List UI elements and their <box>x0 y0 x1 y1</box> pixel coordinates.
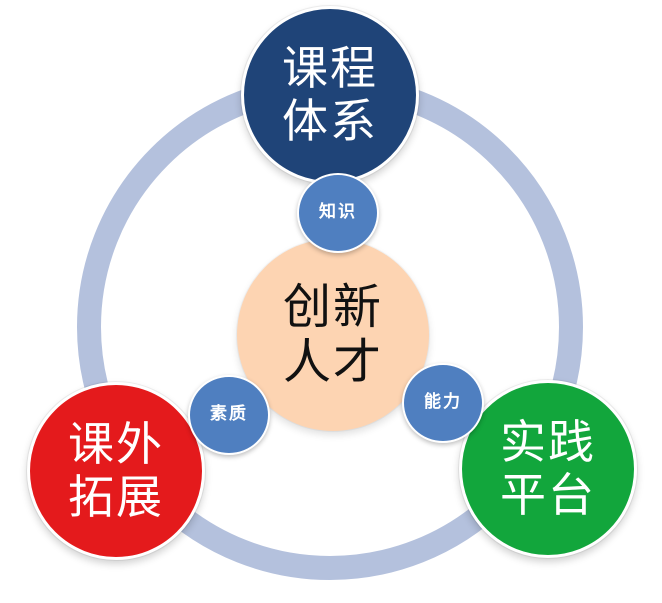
node-curriculum-system: 课程 体系 <box>241 6 419 184</box>
node-practice-platform-label: 实践 平台 <box>500 415 596 522</box>
connector-ability: 能力 <box>402 363 484 443</box>
connector-quality: 素质 <box>188 375 270 455</box>
connector-ability-label: 能力 <box>424 392 462 413</box>
node-extracurricular-label: 课外 拓展 <box>68 417 164 524</box>
connector-quality-label: 素质 <box>210 404 248 425</box>
node-practice-platform: 实践 平台 <box>459 380 637 558</box>
connector-knowledge-label: 知识 <box>319 202 357 223</box>
node-innovative-talent: 创新 人才 <box>237 239 429 431</box>
connector-knowledge: 知识 <box>297 173 379 253</box>
node-extracurricular: 课外 拓展 <box>27 382 205 560</box>
node-curriculum-system-label: 课程 体系 <box>282 41 378 148</box>
node-innovative-talent-label: 创新 人才 <box>282 278 383 390</box>
